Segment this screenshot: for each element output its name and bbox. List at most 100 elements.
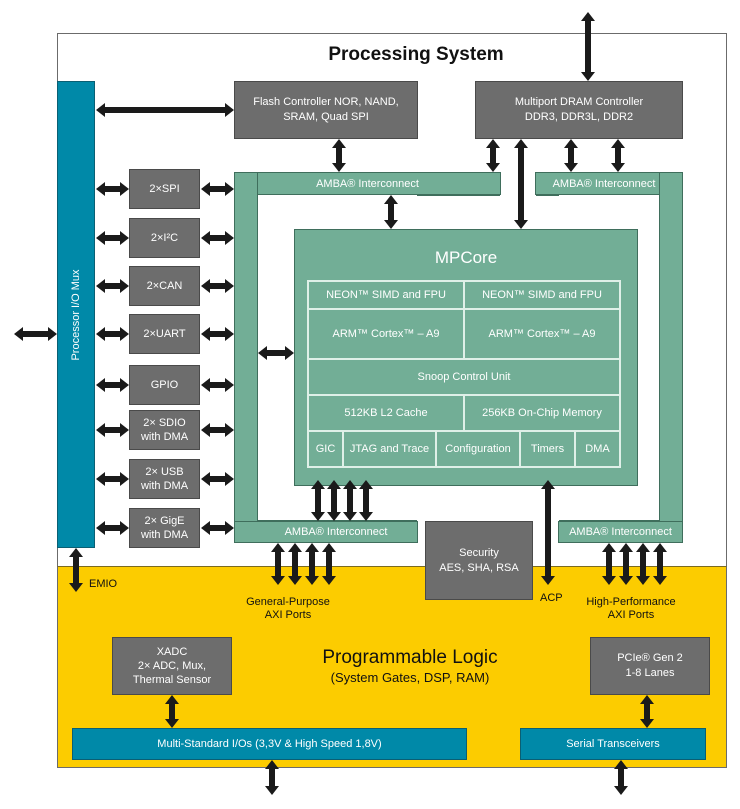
mpcore-amba-arrow-icon bbox=[327, 480, 341, 521]
processing-system-title: Processing System bbox=[328, 44, 504, 65]
amba-interconnect-bottom-right: AMBA® Interconnect bbox=[558, 521, 683, 543]
mpcore-amba-arrow-icon bbox=[359, 480, 373, 521]
security-line2: AES, SHA, RSA bbox=[439, 561, 519, 574]
flash-amba-arrow-icon bbox=[332, 139, 346, 172]
xadc-block: XADC 2× ADC, Mux, Thermal Sensor bbox=[112, 637, 232, 695]
peripheral-amba-arrow-icon bbox=[201, 182, 234, 196]
peripheral-amba-arrow-icon bbox=[201, 423, 234, 437]
gp-axi-arrow-icon bbox=[322, 543, 336, 585]
security-block: Security AES, SHA, RSA bbox=[425, 521, 533, 600]
pcie-serial-arrow-icon bbox=[640, 695, 654, 728]
gp-axi-arrow-icon bbox=[288, 543, 302, 585]
mux-peripheral-arrow-icon bbox=[96, 423, 129, 437]
acp-label: ACP bbox=[540, 592, 563, 604]
acp-arrow-icon bbox=[541, 480, 555, 585]
amba-bottom-right-label: AMBA® Interconnect bbox=[569, 526, 672, 538]
peripheral-block: 2×UART bbox=[129, 314, 200, 354]
xadc-io-arrow-icon bbox=[165, 695, 179, 728]
flash-controller-line1: Flash Controller NOR, NAND, bbox=[253, 96, 399, 108]
peripheral-block: 2× USB with DMA bbox=[129, 459, 200, 499]
pcie-line1: PCIe® Gen 2 bbox=[617, 652, 683, 664]
dram-mpcore-arrow-icon bbox=[514, 139, 528, 229]
dram-controller-block: Multiport DRAM Controller DDR3, DDR3L, D… bbox=[475, 81, 683, 139]
dram-controller-line1: Multiport DRAM Controller bbox=[514, 96, 644, 108]
pcie-line2: 1-8 Lanes bbox=[625, 667, 675, 679]
peripheral-block: 2×CAN bbox=[129, 266, 200, 306]
dram-controller-line2: DDR3, DDR3L, DDR2 bbox=[524, 111, 634, 123]
gp-axi-label-line2: AXI Ports bbox=[264, 609, 312, 621]
programmable-logic-title: Programmable Logic bbox=[322, 647, 498, 668]
peripheral-block: 2×SPI bbox=[129, 169, 200, 209]
flash-controller-block: Flash Controller NOR, NAND, SRAM, Quad S… bbox=[234, 81, 418, 139]
pcie-block: PCIe® Gen 2 1-8 Lanes bbox=[590, 637, 710, 695]
peripheral-amba-arrow-icon bbox=[201, 279, 234, 293]
peripheral-label-line1: GPIO bbox=[150, 379, 179, 391]
amba-top-right-label: AMBA® Interconnect bbox=[552, 178, 656, 190]
dram-amba-right-arrow-icon bbox=[611, 139, 625, 172]
amba-bottom-left-label: AMBA® Interconnect bbox=[284, 526, 388, 538]
peripheral-label-line1: 2× USB bbox=[145, 466, 184, 478]
peripheral-amba-arrow-icon bbox=[201, 327, 234, 341]
dram-amba-right-arrow-icon bbox=[564, 139, 578, 172]
dram-external-arrow-icon bbox=[581, 12, 595, 81]
xadc-line3: Thermal Sensor bbox=[132, 674, 212, 686]
mux-peripheral-arrow-icon bbox=[96, 472, 129, 486]
peripheral-label-line2: with DMA bbox=[140, 480, 189, 492]
peripheral-block: GPIO bbox=[129, 365, 200, 405]
peripheral-block: 2× SDIO with DMA bbox=[129, 410, 200, 450]
mux-flash-arrow-icon bbox=[96, 103, 234, 117]
dram-amba-arrow-icon bbox=[486, 139, 500, 172]
hp-axi-label-line2: AXI Ports bbox=[607, 609, 655, 621]
xadc-line2: 2× ADC, Mux, bbox=[137, 660, 207, 672]
emio-arrow-icon bbox=[69, 548, 83, 592]
gp-axi-arrow-icon bbox=[305, 543, 319, 585]
amba-interconnect-top-left: AMBA® Interconnect bbox=[234, 172, 501, 195]
gp-axi-label-line1: General-Purpose bbox=[246, 596, 330, 608]
peripheral-label-line1: 2×UART bbox=[143, 328, 186, 340]
mux-peripheral-arrow-icon bbox=[96, 378, 129, 392]
mux-peripheral-arrow-icon bbox=[96, 182, 129, 196]
serial-external-arrow-icon bbox=[614, 760, 628, 795]
mux-peripheral-arrow-icon bbox=[96, 521, 129, 535]
amba-interconnect-bottom-left: AMBA® Interconnect bbox=[234, 521, 418, 543]
external-io-arrow-icon bbox=[14, 327, 57, 341]
amba-mpcore-arrow-icon bbox=[258, 346, 294, 360]
hp-axi-arrow-icon bbox=[602, 543, 616, 585]
mpcore-title: MPCore bbox=[434, 248, 498, 267]
hp-axi-label-line1: High-Performance bbox=[586, 596, 676, 608]
amba-top-left-label: AMBA® Interconnect bbox=[316, 178, 419, 190]
mux-peripheral-arrow-icon bbox=[96, 327, 129, 341]
security-line1: Security bbox=[459, 546, 499, 559]
dma-cell: DMA bbox=[574, 430, 621, 468]
amba-left-vertical-bar bbox=[234, 172, 258, 543]
mux-peripheral-arrow-icon bbox=[96, 279, 129, 293]
peripheral-block: 2×I²C bbox=[129, 218, 200, 258]
programmable-logic-subtitle: (System Gates, DSP, RAM) bbox=[330, 670, 490, 685]
peripheral-amba-arrow-icon bbox=[201, 472, 234, 486]
mpcore-amba-arrow-icon bbox=[343, 480, 357, 521]
io-external-arrow-icon bbox=[265, 760, 279, 795]
peripheral-amba-arrow-icon bbox=[201, 521, 234, 535]
serial-transceivers-bar: Serial Transceivers bbox=[520, 728, 706, 760]
peripheral-label-line2: with DMA bbox=[140, 431, 189, 443]
peripheral-label-line1: 2× GigE bbox=[144, 515, 185, 527]
peripheral-label-line1: 2×CAN bbox=[146, 280, 183, 292]
amba-interconnect-top-right: AMBA® Interconnect bbox=[535, 172, 683, 195]
peripheral-label-line1: 2×SPI bbox=[149, 183, 180, 195]
mpcore-amba-arrow-icon bbox=[311, 480, 325, 521]
mux-peripheral-arrow-icon bbox=[96, 231, 129, 245]
gp-axi-arrow-icon bbox=[271, 543, 285, 585]
peripheral-label-line1: 2× SDIO bbox=[143, 417, 186, 429]
peripheral-amba-arrow-icon bbox=[201, 378, 234, 392]
peripheral-amba-arrow-icon bbox=[201, 231, 234, 245]
hp-axi-arrow-icon bbox=[636, 543, 650, 585]
hp-axi-arrow-icon bbox=[653, 543, 667, 585]
multi-standard-io-bar: Multi-Standard I/Os (3,3V & High Speed 1… bbox=[72, 728, 467, 760]
hp-axi-arrow-icon bbox=[619, 543, 633, 585]
flash-controller-line2: SRAM, Quad SPI bbox=[283, 111, 369, 123]
xadc-line1: XADC bbox=[156, 646, 188, 658]
peripheral-label-line1: 2×I²C bbox=[150, 232, 179, 244]
processor-io-mux: Processor I/O Mux bbox=[57, 81, 95, 548]
